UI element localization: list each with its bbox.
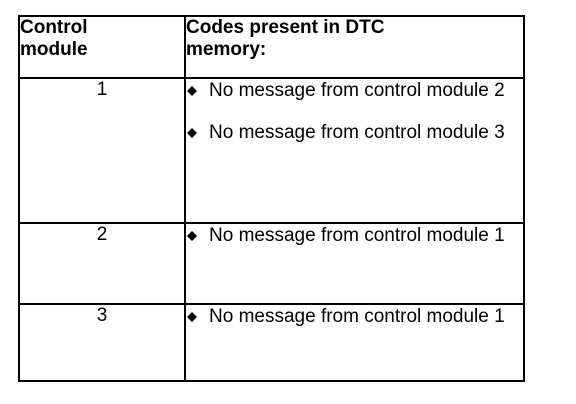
code-text: No message from control module 2 [209,80,505,101]
code-list: No message from control module 1 [186,305,523,328]
table-row: 1 No message from control module 2 No me… [18,77,525,224]
code-list: No message from control module 2 No mess… [186,79,523,144]
codes-cell: No message from control module 1 [184,303,525,382]
header-control-module-label: Control module [20,17,88,60]
header-codes-present: Codes present in DTC memory: [184,15,525,79]
list-item: No message from control module 3 [186,121,523,144]
module-number: 3 [96,305,108,326]
diamond-bullet-icon [187,128,197,138]
header-control-module: Control module [18,15,186,79]
codes-cell: No message from control module 2 No mess… [184,77,525,224]
code-list: No message from control module 1 [186,224,523,247]
table-row: 3 No message from control module 1 [18,303,525,382]
module-number-cell: 3 [18,303,186,382]
list-item: No message from control module 1 [186,224,523,247]
module-number-cell: 2 [18,222,186,305]
table-row: 2 No message from control module 1 [18,222,525,305]
code-text: No message from control module 3 [209,122,505,143]
module-number-cell: 1 [18,77,186,224]
code-text: No message from control module 1 [209,225,505,246]
diamond-bullet-icon [187,231,197,241]
codes-cell: No message from control module 1 [184,222,525,305]
diamond-bullet-icon [187,86,197,96]
header-codes-present-label: Codes present in DTC memory: [186,17,385,60]
list-item: No message from control module 1 [186,305,523,328]
header-row: Control module Codes present in DTC memo… [18,15,525,79]
dtc-table: Control module Codes present in DTC memo… [18,15,525,382]
module-number: 2 [96,224,108,245]
module-number: 1 [96,79,108,100]
list-item: No message from control module 2 [186,79,523,102]
code-text: No message from control module 1 [209,306,505,327]
diamond-bullet-icon [187,312,197,322]
